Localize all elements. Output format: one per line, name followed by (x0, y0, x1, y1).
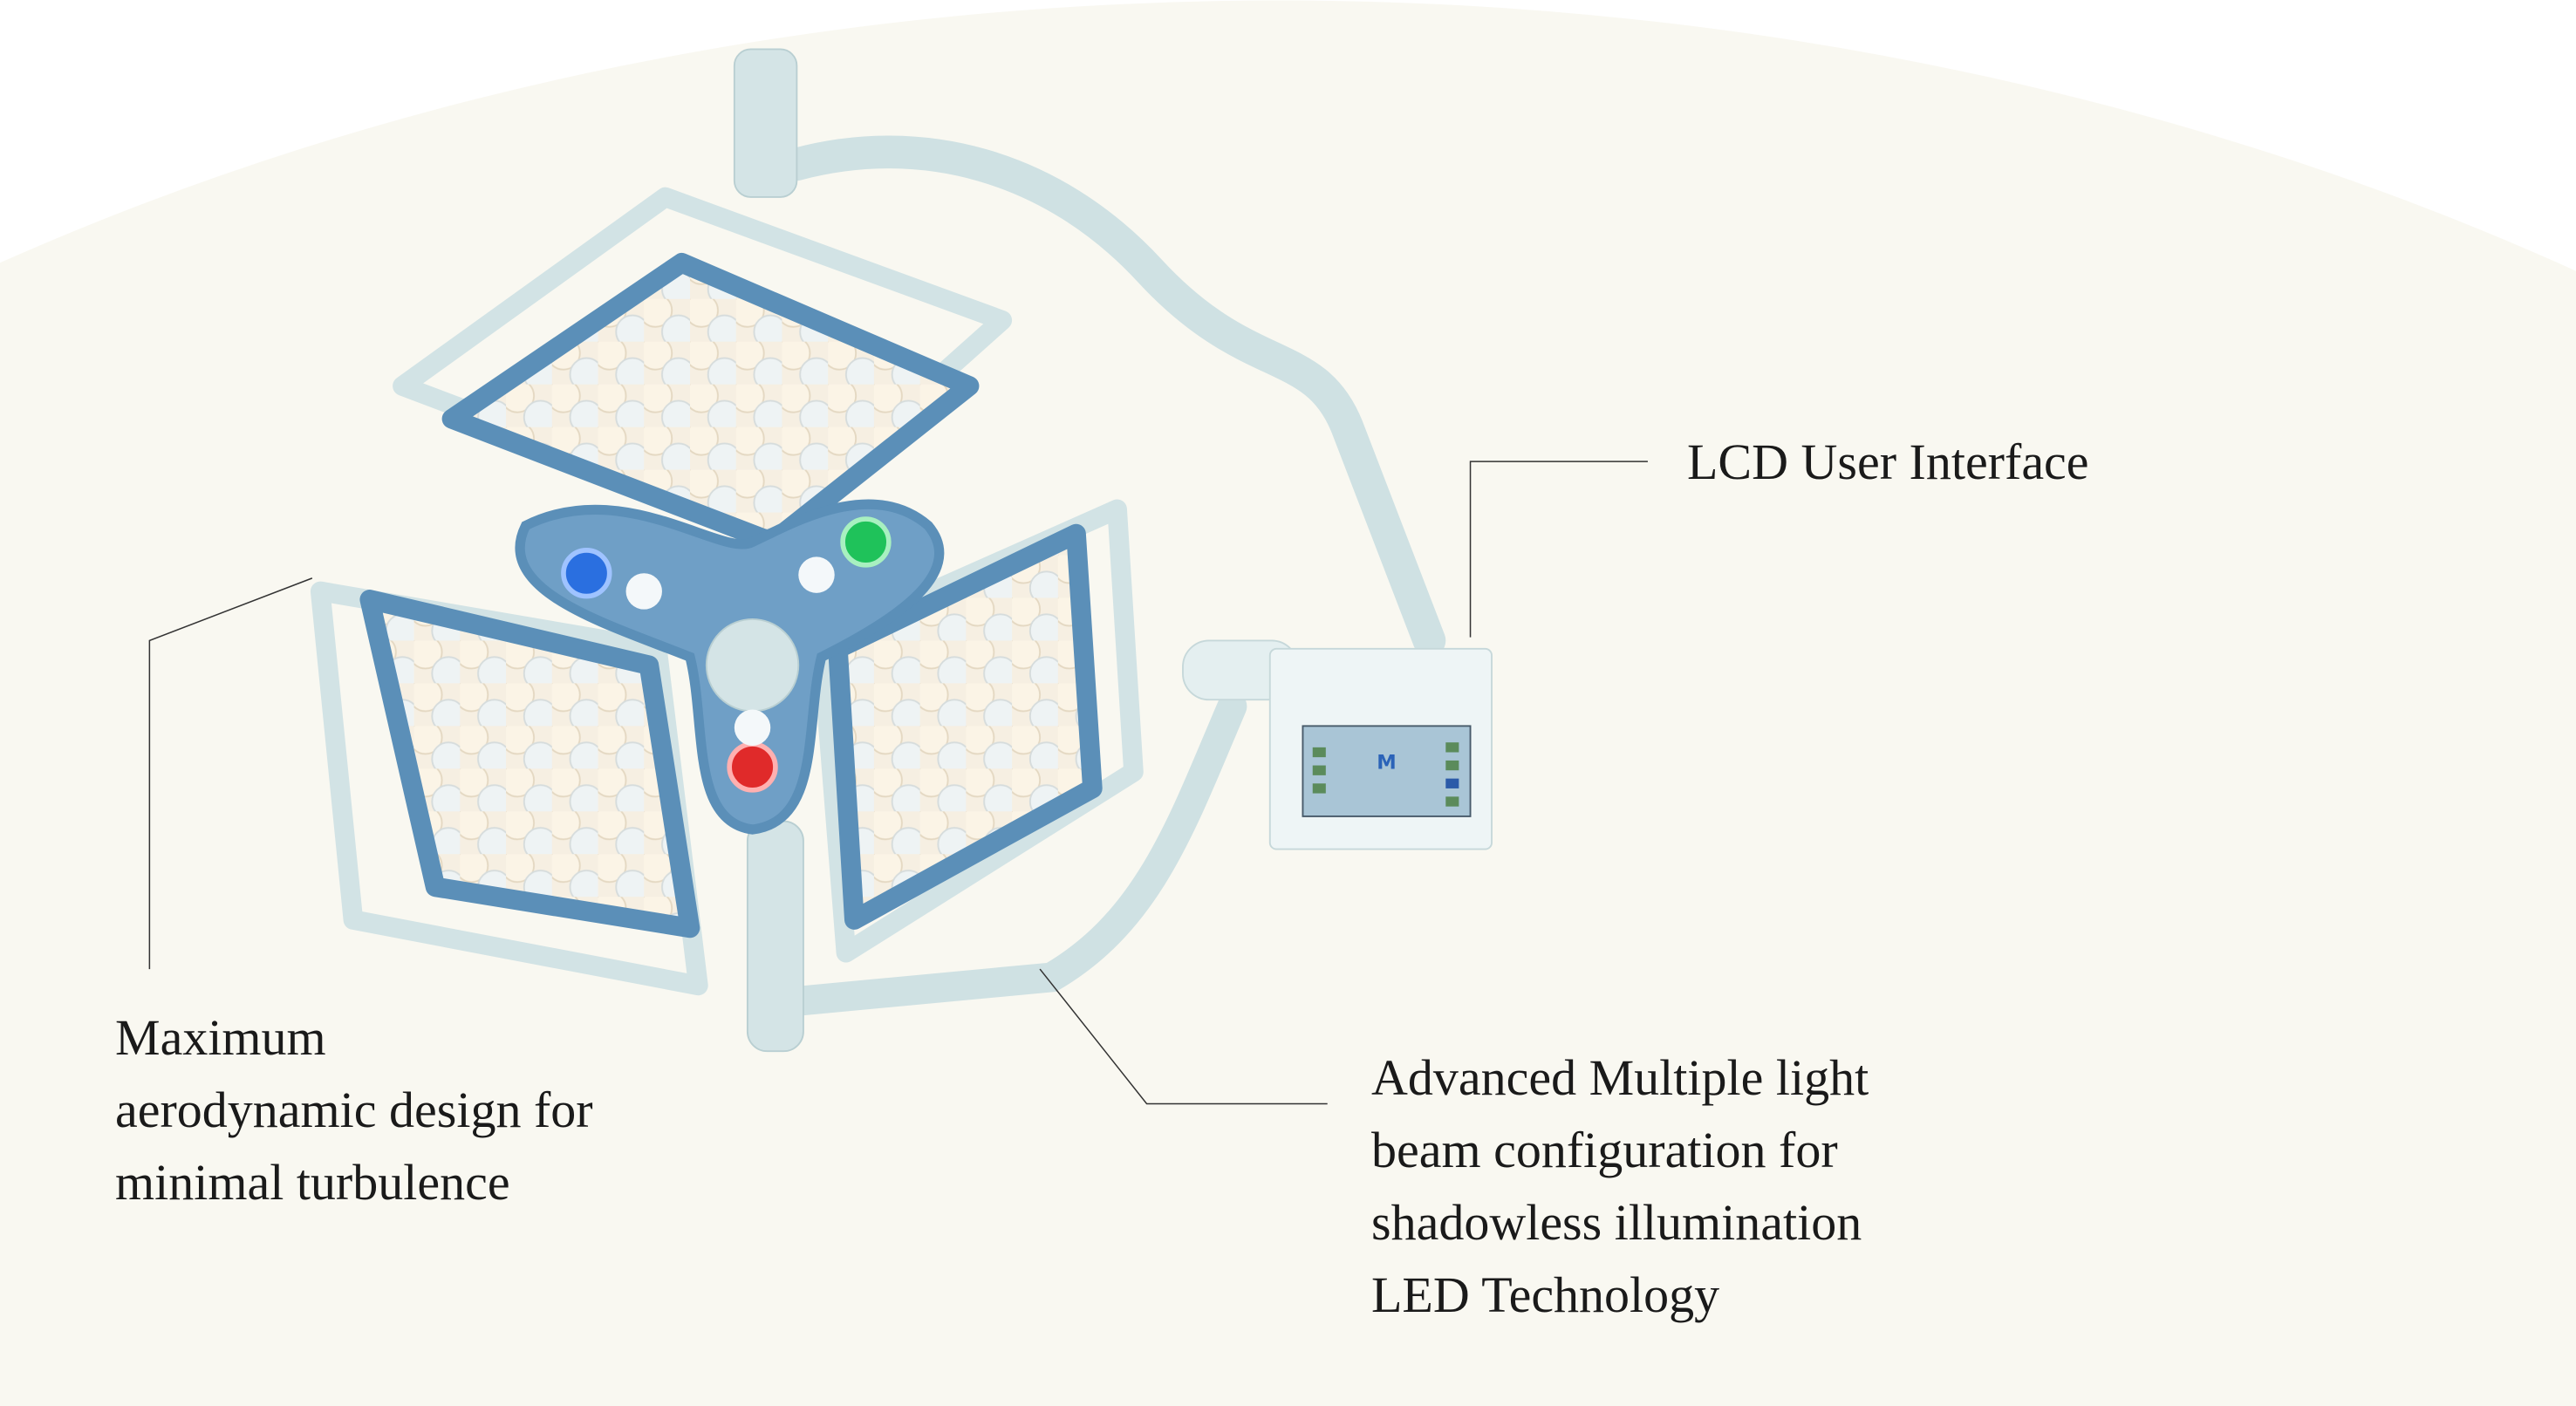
top-light-panel (393, 187, 1013, 552)
center-hub (515, 499, 945, 835)
aerodynamic-line-2: aerodynamic design for (115, 1082, 593, 1138)
lcd-buttons (1312, 742, 1459, 807)
lcd-leader (1469, 461, 1648, 638)
beam-line-2: beam configuration for (1371, 1122, 1838, 1178)
aerodynamic-leader (148, 577, 313, 970)
right-light-panel (811, 499, 1144, 963)
lcd-callout: LCD User Interface (1687, 426, 2089, 498)
suspension-arm (774, 135, 1446, 1017)
beam-callout: Advanced Multiple light beam configurati… (1371, 1041, 1869, 1331)
green-led (840, 516, 892, 568)
aerodynamic-line-3: minimal turbulence (115, 1154, 510, 1211)
blue-led (561, 548, 612, 599)
aerodynamic-line-1: Maximum (115, 1009, 326, 1066)
lcd-logo: M (1377, 751, 1396, 774)
beam-line-3: shadowless illumination (1371, 1194, 1862, 1251)
red-led (727, 741, 778, 793)
beam-line-4: LED Technology (1371, 1266, 1720, 1323)
lcd-callout-title: LCD User Interface (1687, 433, 2089, 490)
aerodynamic-callout: Maximum aerodynamic design for minimal t… (115, 1001, 593, 1218)
ceiling-pole (733, 48, 798, 198)
leader-lines (148, 461, 1648, 1105)
beam-line-1: Advanced Multiple light (1371, 1049, 1869, 1106)
left-light-panel (310, 581, 708, 996)
center-stem (746, 820, 804, 1053)
beam-leader (1039, 968, 1328, 1105)
lcd-screen (1302, 725, 1472, 817)
